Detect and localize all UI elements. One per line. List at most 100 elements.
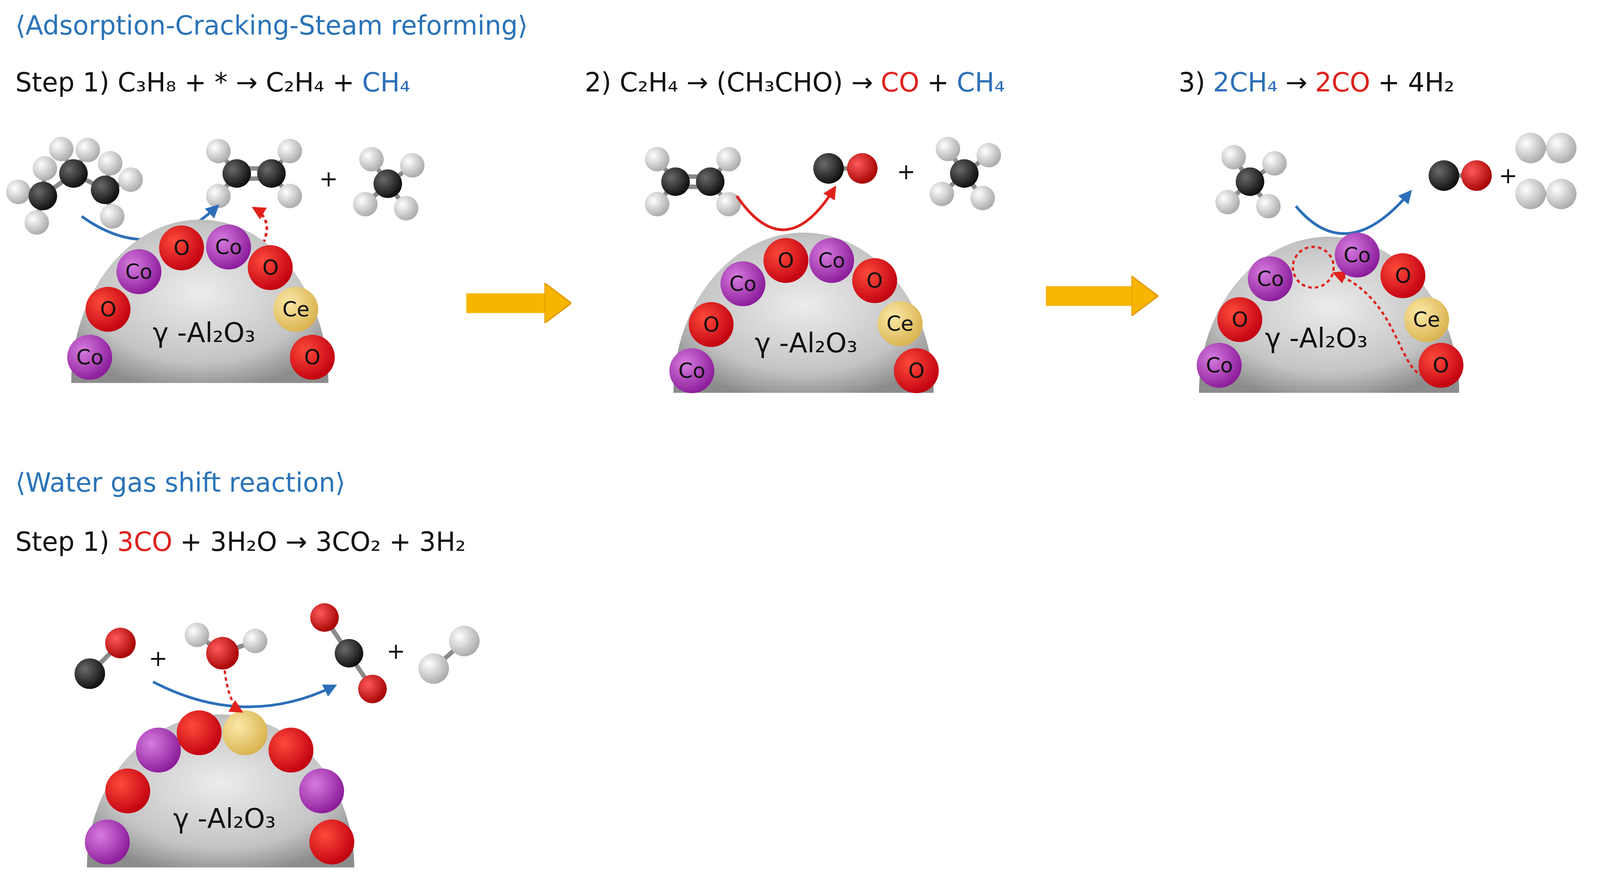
atom-circle (1196, 342, 1242, 388)
surface-atom: O (1217, 297, 1263, 342)
atom-ball (206, 183, 231, 209)
atom-circle (1418, 342, 1464, 388)
plus-sign: + (386, 639, 406, 663)
plus-sign: + (148, 646, 168, 670)
atom-circle (206, 224, 251, 270)
atom-symbol: Co (729, 273, 757, 294)
section-heading: ⟨Adsorption-Cracking-Steam reforming⟩ (15, 10, 528, 41)
atom-symbol: O (777, 250, 794, 271)
atom-symbol: Ce (1413, 309, 1441, 330)
atom-symbol: Co (1205, 354, 1233, 376)
atom-ball (242, 628, 268, 654)
equation-row: Step 1) C₃H₈ + * → C₂H₄ +CH₄ (15, 67, 410, 98)
atom-circle (67, 334, 113, 380)
atom-symbol: Co (1256, 268, 1284, 289)
plus-sign: + (319, 167, 338, 190)
atom-ball (1515, 132, 1546, 164)
atom-ball (373, 169, 403, 199)
equation-row: ⟨Adsorption-Cracking-Steam reforming⟩ (15, 10, 528, 41)
atom-circle (247, 245, 293, 290)
atom-ball (99, 203, 125, 229)
reaction-arrows (81, 187, 1411, 707)
surface-atom: O (289, 334, 335, 380)
surface-atom: O (85, 286, 131, 332)
atom-ball (1215, 189, 1240, 215)
atom-ball (846, 153, 878, 184)
atom-symbol: O (173, 237, 190, 259)
step-arrow (1045, 285, 1141, 306)
atom-ball (184, 622, 210, 647)
atom-circle (1380, 253, 1426, 298)
surface-atom (222, 710, 268, 755)
atom-circle (1247, 256, 1293, 302)
atom-ball (1515, 178, 1546, 210)
atom-ball (277, 138, 302, 164)
atom-circle (273, 286, 319, 332)
atom-ball (257, 159, 286, 188)
atom-ball (976, 142, 1001, 168)
equation-text: CH₄ (956, 67, 1005, 98)
surface-atom: Co (116, 249, 162, 294)
surface-atom: O (1380, 253, 1426, 298)
surface-atom: Co (206, 224, 251, 270)
equation-text: 3) (1178, 67, 1206, 98)
atom-ball (118, 167, 143, 192)
atom-ball (59, 159, 88, 188)
atom-circle (763, 237, 809, 283)
surface-atom: Ce (273, 286, 319, 332)
surface-atom: O (247, 245, 293, 290)
atom-ball (716, 146, 742, 172)
reaction-arrow (153, 681, 335, 707)
equation-text: CH₄ (362, 67, 410, 98)
equation-text: + 3H₂O → 3CO₂ + 3H₂ (180, 526, 466, 557)
atom-ball (359, 146, 384, 172)
surface-atom (268, 727, 314, 773)
atom-symbol: O (304, 346, 321, 368)
atom-circle (159, 225, 204, 271)
surface-atom: O (763, 237, 809, 283)
alumina-support: γ -Al₂O₃ (86, 714, 355, 868)
atom-symbol: O (262, 257, 279, 278)
equation-row: Step 1)3CO+ 3H₂O → 3CO₂ + 3H₂ (15, 526, 466, 557)
support-shape (86, 714, 355, 868)
atom-circle (720, 261, 766, 307)
atom-ball (935, 136, 961, 162)
atom-symbol: Co (818, 250, 846, 271)
atom-ball (357, 674, 387, 703)
equation-text: → (1285, 67, 1308, 98)
atom-circle (669, 348, 715, 393)
support-label: γ -Al₂O₃ (754, 329, 858, 357)
atom-symbol: O (1231, 309, 1248, 330)
atom-circle (852, 258, 898, 303)
surface-atom: Co (1334, 232, 1380, 278)
reaction-arrow (1295, 191, 1411, 234)
support-label: γ -Al₂O₃ (172, 804, 276, 832)
atom-ball (695, 167, 725, 196)
surface-atom: Co (1247, 256, 1293, 302)
atom-ball (90, 175, 120, 205)
atom-symbol: O (1432, 354, 1450, 376)
equation-row: ⟨Water gas shift reaction⟩ (15, 467, 346, 498)
atom-symbol: Co (215, 236, 242, 258)
atom-ball (644, 191, 670, 217)
surface-atom (298, 768, 344, 814)
surface-atom: O (159, 225, 204, 271)
atom-ball (1256, 194, 1281, 219)
surface-atom: O (893, 348, 939, 393)
surface-atom (84, 819, 130, 865)
atom-ball (1545, 178, 1577, 210)
atom-ball (813, 153, 844, 184)
atom-ball (1461, 160, 1492, 191)
surface-atom (105, 768, 151, 814)
atom-circle (893, 348, 939, 393)
atom-ball (74, 658, 105, 689)
surface-atom: Co (67, 334, 113, 380)
oxygen-transfer-arrow (224, 670, 241, 712)
atom-ball (661, 167, 691, 196)
surface-atom: O (852, 258, 898, 303)
atom-ball (1262, 150, 1287, 176)
atom-ball (418, 653, 449, 684)
step-arrow (466, 293, 554, 313)
atom-symbol: Co (125, 261, 153, 282)
